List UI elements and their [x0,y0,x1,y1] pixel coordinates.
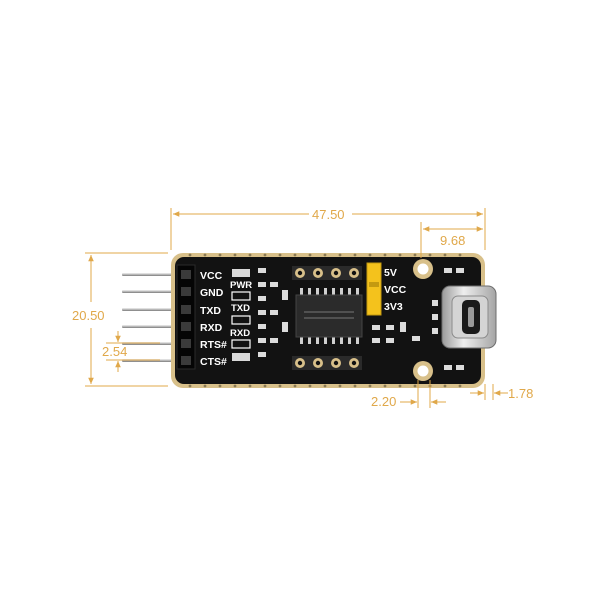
header-pin [122,308,178,311]
pin-label-cts: CTS# [200,356,227,368]
usb-uart-chip [295,288,363,344]
pin-label-gnd: GND [200,287,224,299]
dimension-connector-offset: 9.68 [440,233,465,248]
mounting-hole-bottom [413,361,433,381]
led-label-pwr: PWR [230,280,252,291]
header-pin [122,273,178,276]
led-label-rxd: RXD [230,328,250,339]
dimension-width: 20.50 [72,308,105,323]
board-edge-dots [188,253,462,388]
jumper-label-vcc: VCC [384,284,407,296]
header-pins [122,273,178,362]
led-pwr [232,269,250,277]
pin-label-rts: RTS# [200,339,227,351]
header-holes [181,270,191,365]
pcb-board: VCC GND TXD RXD RTS# CTS# PWR TXD RXD [171,253,485,388]
led-rxd [231,315,251,325]
header-pin [122,325,178,328]
led-txd [231,291,251,301]
pin-label-vcc: VCC [200,270,223,282]
header-pin [122,290,178,293]
top-pads [292,266,362,280]
led-label-txd: TXD [231,303,250,314]
bottom-pads [292,356,362,370]
dimension-length: 47.50 [312,207,345,222]
led-extra-2 [232,353,250,361]
usb-c-connector [441,285,497,349]
dimension-hole-spacing: 2.20 [371,394,396,409]
led-area: PWR TXD RXD [230,269,252,361]
mounting-hole-top [413,259,433,279]
voltage-jumper[interactable] [366,262,382,316]
jumper-label-5v: 5V [384,267,397,279]
right-components [372,268,464,370]
led-extra [231,339,251,349]
pin-label-rxd: RXD [200,322,223,334]
jumper-cap[interactable] [366,262,382,316]
pin-label-txd: TXD [200,305,221,317]
dimension-edge-offset: 1.78 [508,386,533,401]
jumper-label-3v3: 3V3 [384,301,403,313]
pin-header-housing [176,264,196,370]
dimension-lines [85,208,508,408]
passive-components [258,268,288,357]
dimension-pin-pitch: 2.54 [102,344,127,359]
